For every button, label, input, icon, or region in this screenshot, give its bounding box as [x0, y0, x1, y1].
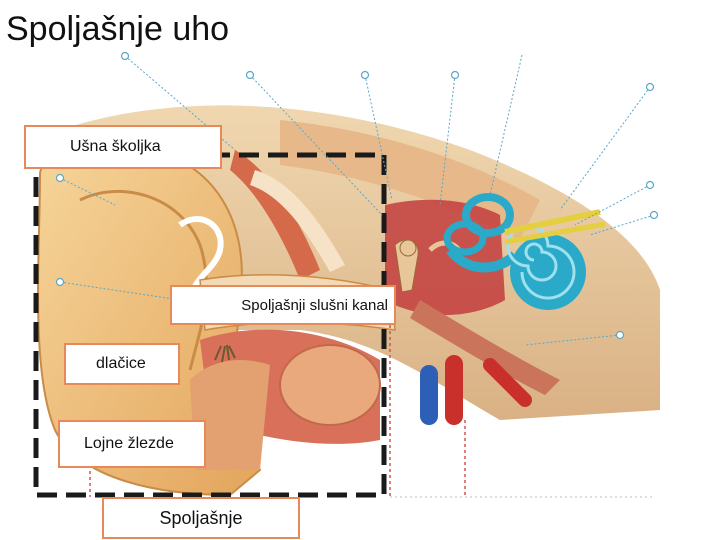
label-hairs: dlačice — [64, 343, 180, 385]
label-sebaceous-glands: Lojne žlezde — [58, 420, 206, 468]
middle-inner-ear — [385, 200, 505, 315]
slide-title: Spoljašnje uho — [6, 12, 229, 46]
label-auricle: Ušna školjka — [24, 125, 222, 169]
label-outer-ear-region: Spoljašnje — [102, 497, 300, 539]
label-ear-canal: Spoljašnji slušni kanal — [170, 285, 396, 325]
